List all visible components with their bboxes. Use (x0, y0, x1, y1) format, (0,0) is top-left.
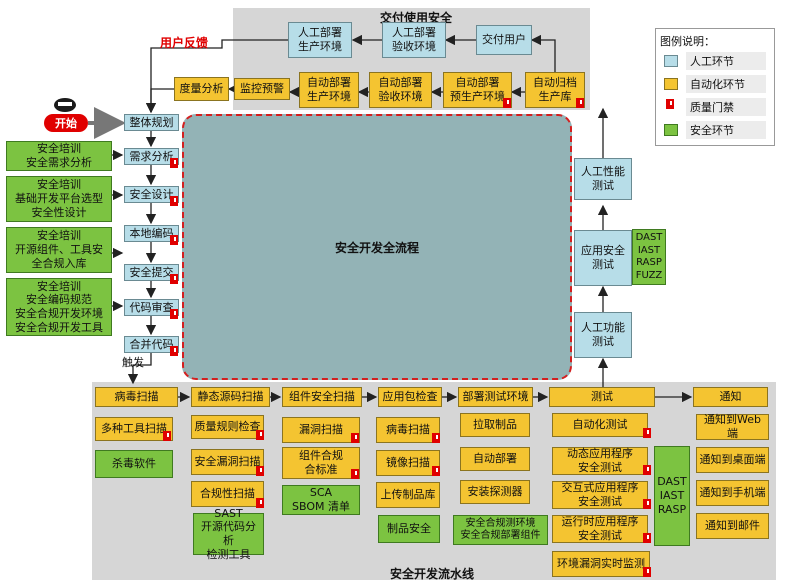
auto-deploy-accept-box: 自动部署 验收环境 (369, 72, 432, 108)
legend-title: 图例说明： (660, 35, 715, 48)
pipe-interactive-test: 交互式应用程序 安全测试 (552, 481, 648, 509)
user-feedback-label: 用户反馈 (160, 36, 209, 50)
trigger-label: 触发 (122, 356, 144, 369)
auto-deploy-prod-box: 自动部署 生产环境 (299, 72, 359, 108)
pipe-antivirus: 杀毒软件 (95, 450, 173, 478)
app-sec-test-box: 应用安全 测试 (574, 230, 632, 286)
quality-gate-marker (432, 466, 440, 476)
quality-gate-marker (256, 430, 264, 440)
quality-gate-marker (170, 196, 178, 206)
manual-perf-test-box: 人工性能 测试 (574, 158, 632, 200)
training-components: 安全培训 开源组件、工具安 全合规入库 (6, 227, 112, 273)
start-node: 开始 (44, 114, 88, 132)
security-tools-box: DAST IAST RASP FUZZ (632, 229, 666, 285)
quality-gate-marker (643, 465, 651, 475)
pipe-notify-mobile: 通知到手机端 (696, 480, 769, 506)
manual-deploy-prod-box: 人工部署 生产环境 (288, 22, 352, 58)
legend-swatch-auto (664, 78, 678, 90)
deliver-user-box: 交付用户 (476, 25, 532, 55)
pipe-dast-tools: DAST IAST RASP (654, 446, 690, 546)
center-process-title: 安全开发全流程 (334, 240, 419, 255)
pipe-notify-mail: 通知到邮件 (696, 513, 769, 539)
pipe-install-probe: 安装探测器 (460, 480, 530, 504)
phase-local-coding: 本地编码 (124, 225, 179, 242)
pipeline-region-title: 安全开发流水线 (390, 567, 475, 581)
pipe-deploy-test-env: 部署测试环境 (458, 387, 533, 407)
pipe-component-scan: 组件安全扫描 (282, 387, 362, 407)
legend: 图例说明： 人工环节 自动化环节 质量门禁 安全环节 (655, 28, 775, 146)
quality-gate-marker (170, 274, 178, 284)
quality-gate-marker (643, 567, 651, 577)
legend-label-auto: 自动化环节 (686, 75, 766, 93)
quality-gate-marker (432, 433, 440, 443)
quality-gate-marker (503, 98, 511, 108)
quality-gate-marker (643, 533, 651, 543)
pipe-runtime-test: 运行时应用程序 安全测试 (552, 515, 648, 543)
quality-gate-marker (256, 466, 264, 476)
pipe-upload-lib: 上传制品库 (376, 482, 440, 508)
legend-swatch-manual (664, 55, 678, 67)
quality-gate-marker (170, 158, 178, 168)
pipe-auto-test: 自动化测试 (552, 413, 648, 437)
pipe-virus-scan-2: 病毒扫描 (376, 417, 440, 443)
legend-swatch-safe (664, 124, 678, 136)
pipe-env-monitor: 环境漏洞实时监测 (552, 551, 650, 577)
quality-gate-marker (170, 346, 178, 356)
quality-gate-marker (643, 428, 651, 438)
quality-gate-marker (576, 98, 584, 108)
pipe-package-check: 应用包检查 (378, 387, 442, 407)
pipe-dynamic-test: 动态应用程序 安全测试 (552, 447, 648, 475)
pipe-test: 测试 (549, 387, 655, 407)
training-design: 安全培训 基础开发平台选型 安全性设计 (6, 176, 112, 222)
pipe-notify-desktop: 通知到桌面端 (696, 447, 769, 473)
quality-gate-marker (163, 431, 171, 441)
quality-gate-marker (351, 433, 359, 443)
pipe-compliance-env: 安全合规测环境 安全合规部署组件 (453, 515, 548, 545)
quality-gate-marker (643, 499, 651, 509)
pipe-notify: 通知 (693, 387, 768, 407)
legend-swatch-gate (666, 99, 674, 109)
monitor-alert-box: 监控预警 (234, 78, 290, 100)
training-requirements: 安全培训 安全需求分析 (6, 141, 112, 171)
legend-label-gate: 质量门禁 (686, 98, 766, 116)
pipe-virus-scan: 病毒扫描 (95, 387, 178, 407)
metrics-box: 度量分析 (174, 77, 229, 101)
phase-overall-planning: 整体规划 (124, 114, 179, 131)
pipe-vuln-scan: 漏洞扫描 (282, 417, 360, 443)
center-process-box: 安全开发全流程 (182, 114, 572, 380)
pipe-image-scan: 镜像扫描 (376, 450, 440, 476)
pipe-multi-tool-scan: 多种工具扫描 (95, 417, 173, 441)
pipe-sast-tools: SAST 开源代码分析 检测工具 (193, 507, 264, 561)
pipe-component-compliance: 组件合规 合标准 (282, 447, 360, 479)
manual-func-test-box: 人工功能 测试 (574, 312, 632, 358)
training-coding: 安全培训 安全编码规范 安全合规开发环境 安全合规开发工具 (6, 278, 112, 336)
legend-label-safe: 安全环节 (686, 121, 766, 139)
pipe-pull-artifact: 拉取制品 (460, 413, 530, 437)
quality-gate-marker (170, 235, 178, 245)
phase-requirements: 需求分析 (124, 148, 179, 165)
user-icon (54, 98, 76, 112)
auto-archive-box: 自动归档 生产库 (525, 72, 585, 108)
quality-gate-marker (256, 498, 264, 508)
pipe-auto-deploy: 自动部署 (460, 447, 530, 471)
auto-deploy-preprod-box: 自动部署 预生产环境 (443, 72, 512, 108)
pipe-static-scan: 静态源码扫描 (191, 387, 270, 407)
phase-code-review: 代码审查 (124, 299, 179, 316)
pipe-sca-sbom: SCA SBOM 清单 (282, 485, 360, 515)
pipe-quality-check: 质量规则检查 (191, 415, 264, 439)
pipe-artifact-safe: 制品安全 (378, 515, 440, 543)
quality-gate-marker (170, 309, 178, 319)
manual-deploy-accept-box: 人工部署 验收环境 (382, 22, 446, 58)
quality-gate-marker (351, 469, 359, 479)
pipe-compliance-scan: 合规性扫描 (191, 481, 264, 507)
delivery-region-title: 交付使用安全 (380, 11, 453, 25)
pipe-vuln-scan-static: 安全漏洞扫描 (191, 449, 264, 475)
legend-label-manual: 人工环节 (686, 52, 766, 70)
phase-merge-code: 合并代码 (124, 336, 179, 353)
phase-secure-commit: 安全提交 (124, 264, 179, 281)
phase-security-design: 安全设计 (124, 186, 179, 203)
pipe-notify-web: 通知到Web端 (696, 413, 769, 440)
